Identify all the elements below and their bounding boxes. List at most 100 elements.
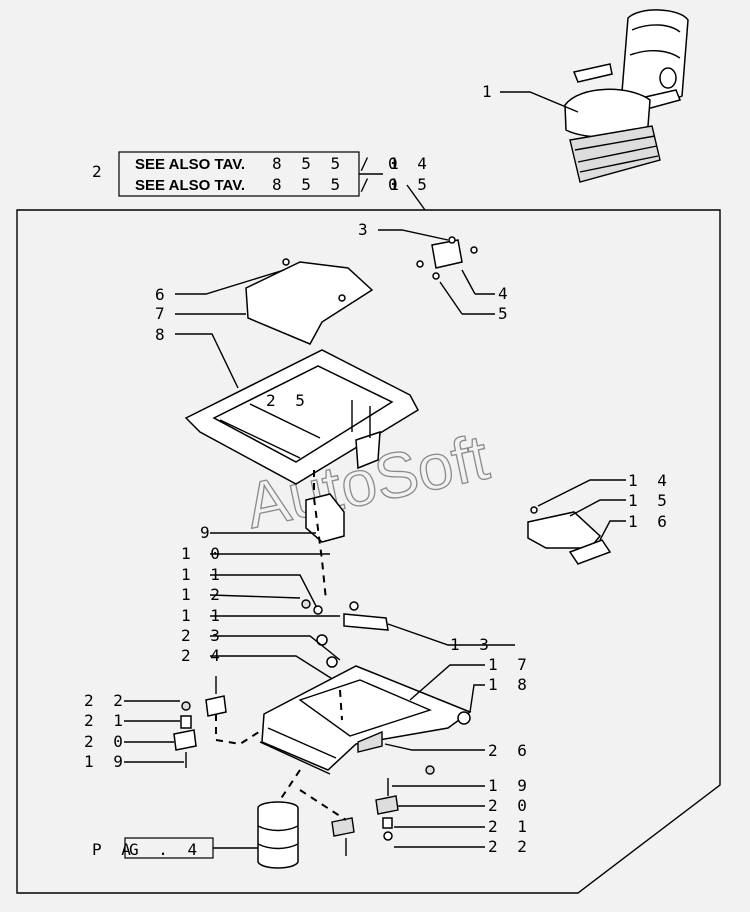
callout-6: 6 bbox=[155, 285, 170, 304]
air-spring-convolutions bbox=[257, 825, 299, 850]
leader-15 bbox=[569, 499, 626, 517]
callout-19-left: 1 9 bbox=[84, 752, 128, 771]
scissor-rails bbox=[259, 727, 337, 775]
suspension-bellows bbox=[574, 135, 659, 173]
callout-1: 1 bbox=[482, 82, 497, 101]
seat-assembly bbox=[564, 9, 689, 183]
callout-23: 2 3 bbox=[181, 626, 225, 645]
bracket-plate bbox=[431, 239, 463, 269]
plate-screw-1 bbox=[282, 258, 290, 266]
plate-screw-2 bbox=[338, 294, 346, 302]
leader-17 bbox=[409, 664, 485, 701]
page-ref-prefix: P A bbox=[92, 840, 136, 859]
callout-19-right: 1 9 bbox=[488, 776, 532, 795]
callout-14: 1 4 bbox=[628, 471, 672, 490]
upper-frame-pins bbox=[351, 400, 371, 438]
callout-12: 1 2 bbox=[181, 585, 225, 604]
right-hardware bbox=[331, 765, 435, 856]
cylinder-eye bbox=[349, 601, 359, 611]
leader-5 bbox=[439, 281, 495, 315]
cover-plate bbox=[245, 261, 374, 345]
callout-24: 2 4 bbox=[181, 646, 225, 665]
leader-1 bbox=[500, 91, 579, 113]
callout-18: 1 8 bbox=[488, 675, 532, 694]
left-nut-22 bbox=[181, 701, 191, 711]
leader-13 bbox=[387, 623, 515, 646]
leader-3 bbox=[378, 229, 449, 241]
callout-22-right: 2 2 bbox=[488, 837, 532, 856]
air-spring-body bbox=[257, 808, 299, 869]
callout-9: 9 bbox=[200, 523, 215, 542]
callout-26: 2 6 bbox=[488, 741, 532, 760]
see-also-table-1: 8 5 5 / 1 bbox=[272, 154, 404, 173]
scissor-cross-arms bbox=[298, 679, 432, 737]
callout-15: 1 5 bbox=[628, 491, 672, 510]
bracket-nut bbox=[416, 260, 424, 268]
bracket-screw-2 bbox=[470, 246, 478, 254]
see-also-text-2: SEE ALSO TAV. bbox=[135, 177, 245, 194]
pedal-pad bbox=[568, 539, 612, 565]
see-also-page-1: 0 4 bbox=[388, 154, 432, 173]
air-spring bbox=[257, 801, 299, 869]
leader-6 bbox=[175, 269, 285, 295]
assembly-path-24 bbox=[339, 689, 343, 721]
callout-22-left: 2 2 bbox=[84, 691, 128, 710]
leader-24 bbox=[210, 655, 335, 681]
callout-4: 4 bbox=[498, 284, 513, 303]
right-nut-top bbox=[425, 765, 435, 775]
roller-18 bbox=[457, 711, 471, 725]
lower-block bbox=[331, 817, 355, 837]
assembly-path-lower bbox=[299, 789, 347, 821]
diagram-frame bbox=[16, 209, 721, 894]
leader-see-also bbox=[406, 184, 426, 211]
callout-17: 1 7 bbox=[488, 655, 532, 674]
leader-4 bbox=[461, 269, 495, 295]
leader-14 bbox=[537, 479, 626, 507]
pedal-screw bbox=[530, 506, 538, 514]
leader-26 bbox=[384, 743, 485, 751]
left-hardware bbox=[173, 676, 227, 768]
left-block-upper bbox=[205, 695, 227, 717]
upper-frame-pin-block bbox=[355, 430, 381, 470]
see-also-table-2: 8 5 5 / 1 bbox=[272, 175, 404, 194]
callout-20-right: 2 0 bbox=[488, 796, 532, 815]
callout-21-right: 2 1 bbox=[488, 817, 532, 836]
callout-3: 3 bbox=[358, 220, 373, 239]
leader-23 bbox=[210, 635, 341, 661]
bracket-small bbox=[416, 236, 478, 280]
right-spacer-21 bbox=[382, 817, 393, 829]
leader-8 bbox=[175, 333, 239, 389]
bushing-24 bbox=[326, 656, 338, 668]
upper-frame bbox=[184, 349, 419, 485]
see-also-box: 2 SEE ALSO TAV. 8 5 5 / 1 0 4 SEE ALSO T… bbox=[92, 151, 432, 197]
latch-26 bbox=[357, 730, 383, 753]
scissor-base bbox=[259, 665, 472, 775]
callout-16: 1 6 bbox=[628, 512, 672, 531]
callout-11b: 1 1 bbox=[181, 606, 225, 625]
callout-20-left: 2 0 bbox=[84, 732, 128, 751]
shock-cylinder bbox=[343, 613, 389, 631]
scissor-lower-frame bbox=[261, 665, 472, 771]
see-also-text-1: SEE ALSO TAV. bbox=[135, 156, 245, 173]
backrest-stitching bbox=[629, 24, 681, 59]
upper-frame-rails bbox=[219, 403, 321, 459]
leader-12 bbox=[209, 594, 301, 599]
seat-armrest-left bbox=[572, 63, 613, 83]
callout-25: 2 5 bbox=[266, 391, 310, 410]
callout-21-left: 2 1 bbox=[84, 711, 128, 730]
see-also-page-2: 0 5 bbox=[388, 175, 432, 194]
callout-7: 7 bbox=[155, 304, 170, 323]
left-block-20 bbox=[173, 729, 197, 751]
leader-18 bbox=[469, 684, 485, 713]
assembly-path-bellow bbox=[279, 769, 301, 801]
callout-10: 1 0 bbox=[181, 544, 225, 563]
callout-5: 5 bbox=[498, 304, 513, 323]
bracket-screw bbox=[448, 236, 456, 244]
leader-16 bbox=[599, 520, 626, 541]
right-washer-22 bbox=[383, 831, 393, 841]
bracket-washer bbox=[432, 272, 440, 280]
right-block-20 bbox=[375, 795, 399, 815]
pedal-bracket bbox=[527, 511, 602, 549]
seat-knob bbox=[659, 67, 677, 89]
callout-8: 8 bbox=[155, 325, 170, 344]
